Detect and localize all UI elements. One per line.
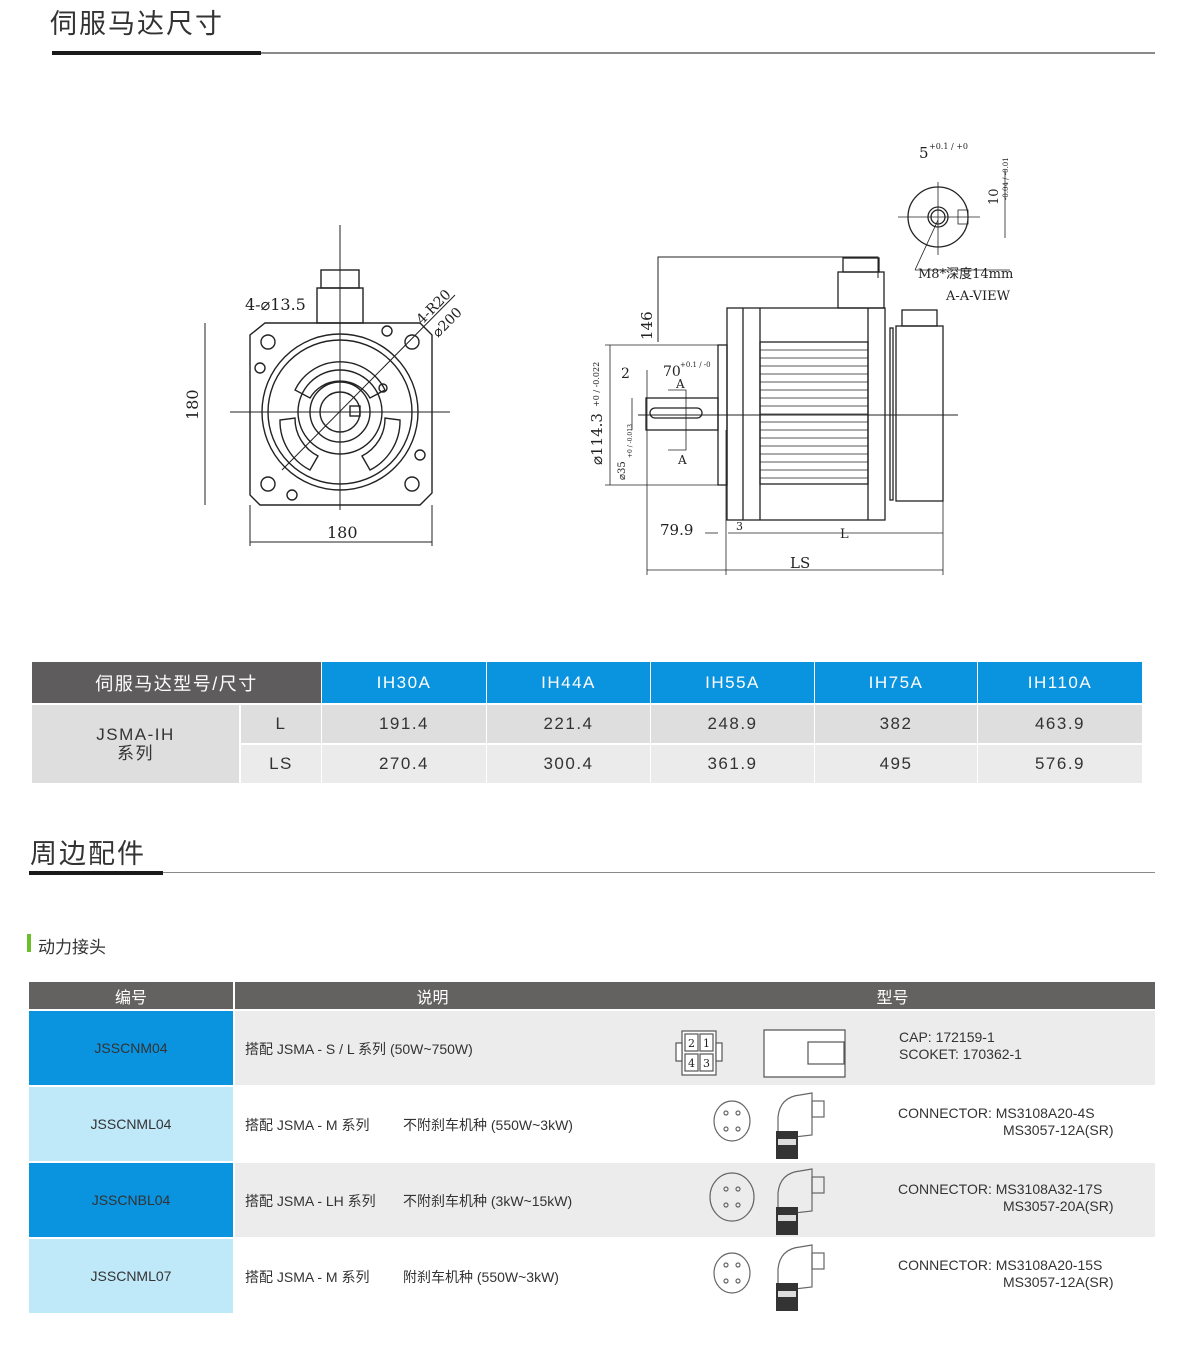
dim-2: 2: [621, 366, 630, 382]
side-view-drawing: 5 +0.1 / +0 10 -0.04 / -0.01 M8*深度14mm A…: [588, 142, 1013, 575]
shaft-dia-tol: +0 / -0.013: [627, 424, 634, 458]
value-cell: 221.4: [487, 705, 650, 743]
shaft-dia-label: ⌀35: [617, 461, 628, 480]
header-code: 编号: [29, 982, 233, 1009]
model-header: IH30A: [322, 662, 486, 703]
model-line-2: SCOKET: 170362-1: [899, 1046, 1022, 1062]
accessory-code: JSSCNML07: [29, 1239, 233, 1313]
value-cell: 495: [815, 745, 977, 783]
section-title-motor-dimensions: 伺服马达尺寸: [50, 9, 224, 39]
value-cell: 300.4: [487, 745, 650, 783]
value-cell: 248.9: [651, 705, 814, 743]
value-cell: 382: [815, 705, 977, 743]
svg-text:4: 4: [688, 1057, 695, 1070]
front-view-drawing: 4-⌀13.5 180 180 4-R20 ⌀200: [183, 225, 466, 546]
model-line-2: MS3057-20A(SR): [1003, 1198, 1114, 1214]
section-title-accessories: 周边配件: [30, 839, 146, 869]
accessory-desc: 搭配 JSMA - S / L 系列 (50W~750W): [245, 1041, 473, 1057]
accessory-code: JSSCNML04: [29, 1087, 233, 1161]
title-underline: [52, 51, 261, 55]
model-line-1: CAP: 172159-1: [899, 1029, 995, 1045]
keyway-width-tol: +0.1 / +0: [929, 142, 968, 151]
connector-image: [690, 1089, 840, 1166]
dim-146: 146: [638, 311, 656, 340]
series-label: JSMA-IH 系列: [32, 705, 239, 783]
model-line-2: MS3057-12A(SR): [1003, 1274, 1114, 1290]
accessory-code: JSSCNBL04: [29, 1163, 233, 1237]
title-underline: [29, 871, 163, 875]
table-header-model: 伺服马达型号/尺寸: [32, 662, 321, 703]
row-label-LS: LS: [241, 745, 321, 783]
model-header: IH110A: [978, 662, 1142, 703]
svg-text:2: 2: [688, 1037, 695, 1050]
dim-79-9: 79.9: [660, 521, 693, 539]
header-model: 型号: [630, 982, 1155, 1009]
value-cell: 270.4: [322, 745, 486, 783]
accessory-desc: 搭配 JSMA - LH 系列: [245, 1193, 376, 1209]
width-label: 180: [327, 523, 358, 542]
title-divider: [163, 872, 1155, 873]
dim-3: 3: [736, 520, 743, 533]
height-label: 180: [183, 389, 202, 420]
connector-image: [690, 1241, 840, 1318]
model-line-1: CONNECTOR: MS3108A20-4S: [898, 1105, 1095, 1121]
model-header: IH75A: [815, 662, 977, 703]
svg-text:3: 3: [703, 1057, 710, 1070]
table-row: [235, 1163, 1155, 1237]
model-header: IH44A: [487, 662, 650, 703]
accessory-desc: 搭配 JSMA - M 系列: [245, 1269, 370, 1285]
connector-ms-4pin-icon: [713, 1092, 825, 1159]
table-row: [235, 1087, 1155, 1161]
value-cell: 463.9: [978, 705, 1142, 743]
section-a-top: A: [675, 377, 685, 391]
title-divider: [261, 52, 1155, 54]
dim-L: L: [840, 527, 849, 542]
connector-ms-7pin-icon: [713, 1244, 825, 1311]
view-name-label: A-A-VIEW: [945, 289, 1011, 304]
subtitle-accent-bar: [27, 934, 31, 952]
value-cell: 576.9: [978, 745, 1142, 783]
key-length-label: 70: [663, 364, 681, 380]
connector-image: [690, 1165, 840, 1242]
value-cell: 361.9: [651, 745, 814, 783]
keyway-height-label: 10: [987, 188, 1002, 205]
section-a-bottom: A: [677, 453, 687, 467]
accessory-desc: 搭配 JSMA - M 系列: [245, 1117, 370, 1133]
key-length-tol: +0.1 / -0: [680, 361, 711, 369]
model-line-2: MS3057-12A(SR): [1003, 1122, 1114, 1138]
svg-text:1: 1: [703, 1037, 710, 1050]
thread-label: M8*深度14mm: [918, 266, 1013, 282]
holes-label: 4-⌀13.5: [245, 295, 306, 314]
value-cell: 191.4: [322, 705, 486, 743]
model-header: IH55A: [651, 662, 814, 703]
keyway-width-label: 5: [919, 144, 929, 162]
accessory-desc-detail: 不附刹车机种 (550W~3kW): [403, 1117, 573, 1133]
row-label-L: L: [241, 705, 321, 743]
subtitle-power-connector: 动力接头: [38, 938, 106, 957]
dim-LS: LS: [790, 554, 810, 572]
connector-ms-4pin-large-icon: [709, 1168, 825, 1235]
header-desc: 说明: [235, 982, 630, 1009]
flange-dia-label: ⌀114.3: [588, 413, 606, 465]
table-row: [235, 1239, 1155, 1313]
keyway-height-tol: -0.04 / -0.01: [1002, 157, 1010, 200]
accessory-desc-detail: 附刹车机种 (550W~3kW): [403, 1269, 559, 1285]
model-line-1: CONNECTOR: MS3108A32-17S: [898, 1181, 1103, 1197]
flange-dia-tol: +0 / -0.022: [592, 362, 601, 407]
accessory-code: JSSCNM04: [29, 1011, 233, 1085]
model-line-1: CONNECTOR: MS3108A20-15S: [898, 1257, 1103, 1273]
accessory-desc-detail: 不附刹车机种 (3kW~15kW): [403, 1193, 573, 1209]
